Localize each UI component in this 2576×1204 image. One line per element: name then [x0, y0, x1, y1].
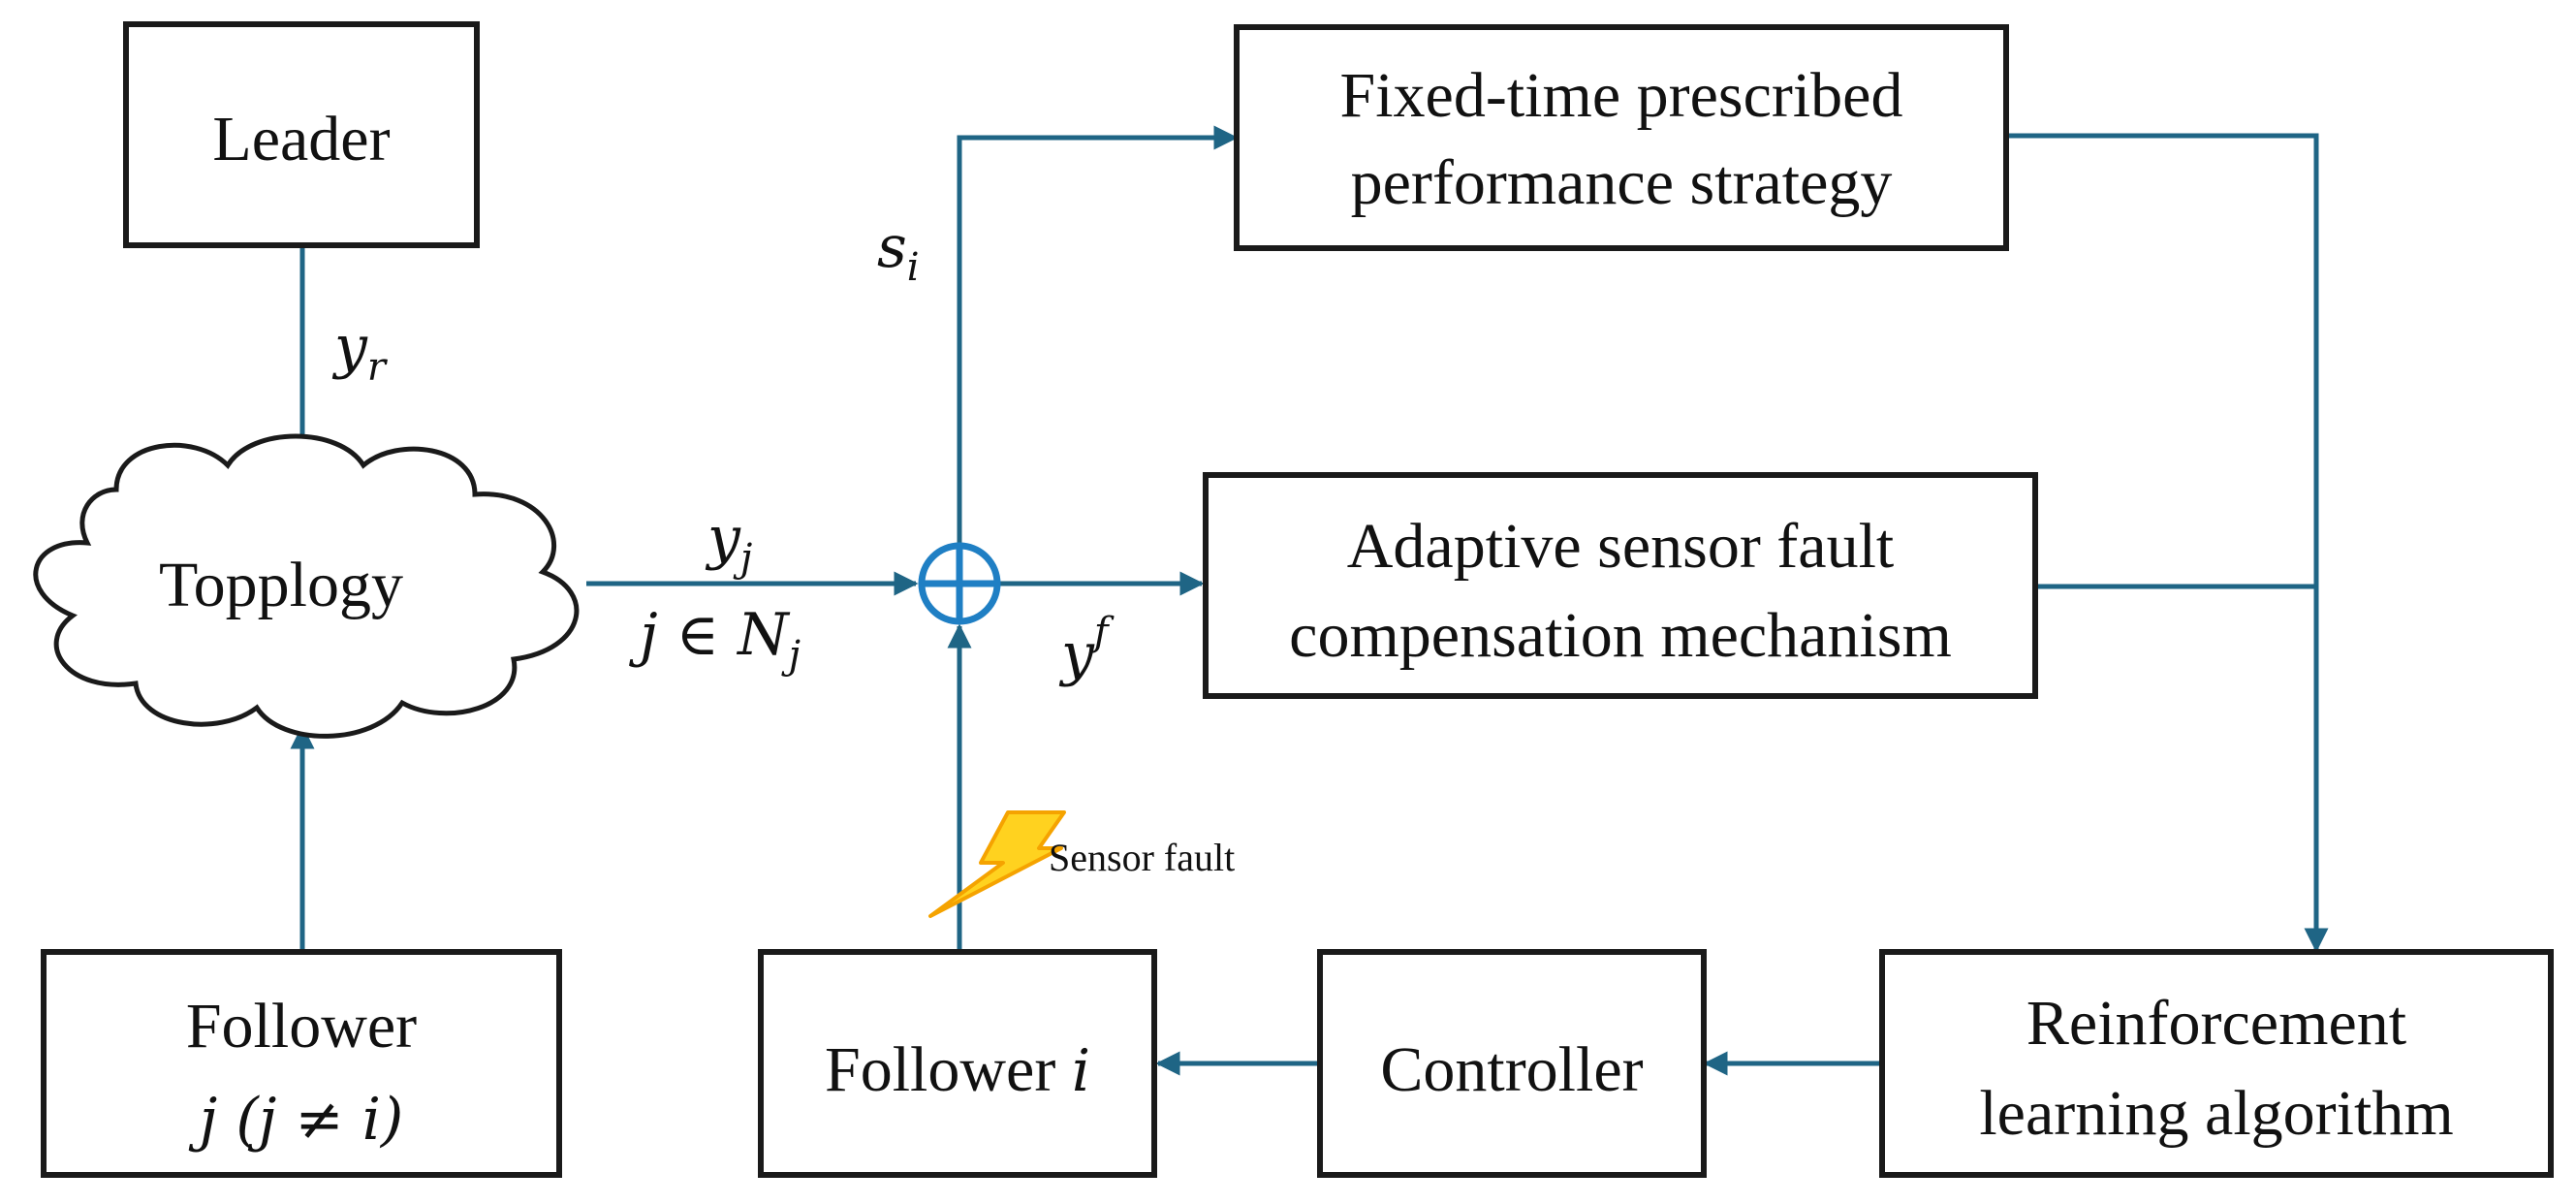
adaptive-label-line2: compensation mechanism [1289, 600, 1952, 671]
signal-yr: yr [331, 313, 389, 390]
follower-j-block: Follower j (j ≠ i) [41, 949, 562, 1178]
leader-block: Leader [123, 21, 480, 248]
fixed-time-label-line1: Fixed-time prescribed [1340, 60, 1903, 131]
controller-label: Controller [1380, 1034, 1643, 1105]
controller-block: Controller [1317, 949, 1707, 1178]
signal-yj: yj [705, 504, 752, 581]
fixed-time-block: Fixed-time prescribed performance strate… [1234, 24, 2009, 251]
adaptive-label-line1: Adaptive sensor fault [1347, 511, 1895, 582]
topology-label: Topplogy [159, 550, 403, 620]
junction-to-fixed-time-wire [957, 125, 1239, 545]
follower-i-block: Follower i [758, 949, 1157, 1178]
fixed-time-label-line2: performance strategy [1351, 147, 1893, 218]
rl-block: Reinforcement learning algorithm [1879, 949, 2554, 1178]
fixed-time-to-rl-wire [2008, 133, 2329, 953]
rl-label-line2: learning algorithm [1979, 1078, 2453, 1149]
rl-label-line1: Reinforcement [2026, 988, 2406, 1059]
topology-cloud: Topplogy [33, 433, 580, 739]
sensor-fault-label: Sensor fault [1049, 836, 1235, 879]
summing-junction [918, 542, 1001, 625]
signal-neighbor-set: j ∈ Nj [629, 601, 801, 678]
adaptive-block: Adaptive sensor fault compensation mecha… [1203, 472, 2038, 699]
signal-si: si [877, 213, 920, 290]
follower-j-label-line1: Follower [186, 991, 417, 1061]
follower-i-variable: i [1072, 1037, 1090, 1105]
follower-j-label-line2: j (j ≠ i) [189, 1086, 404, 1154]
signal-yf: yf [1058, 610, 1115, 688]
follower-i-label: Follower i [825, 1034, 1090, 1105]
leader-label: Leader [212, 104, 390, 174]
lightning-icon [928, 810, 1066, 918]
